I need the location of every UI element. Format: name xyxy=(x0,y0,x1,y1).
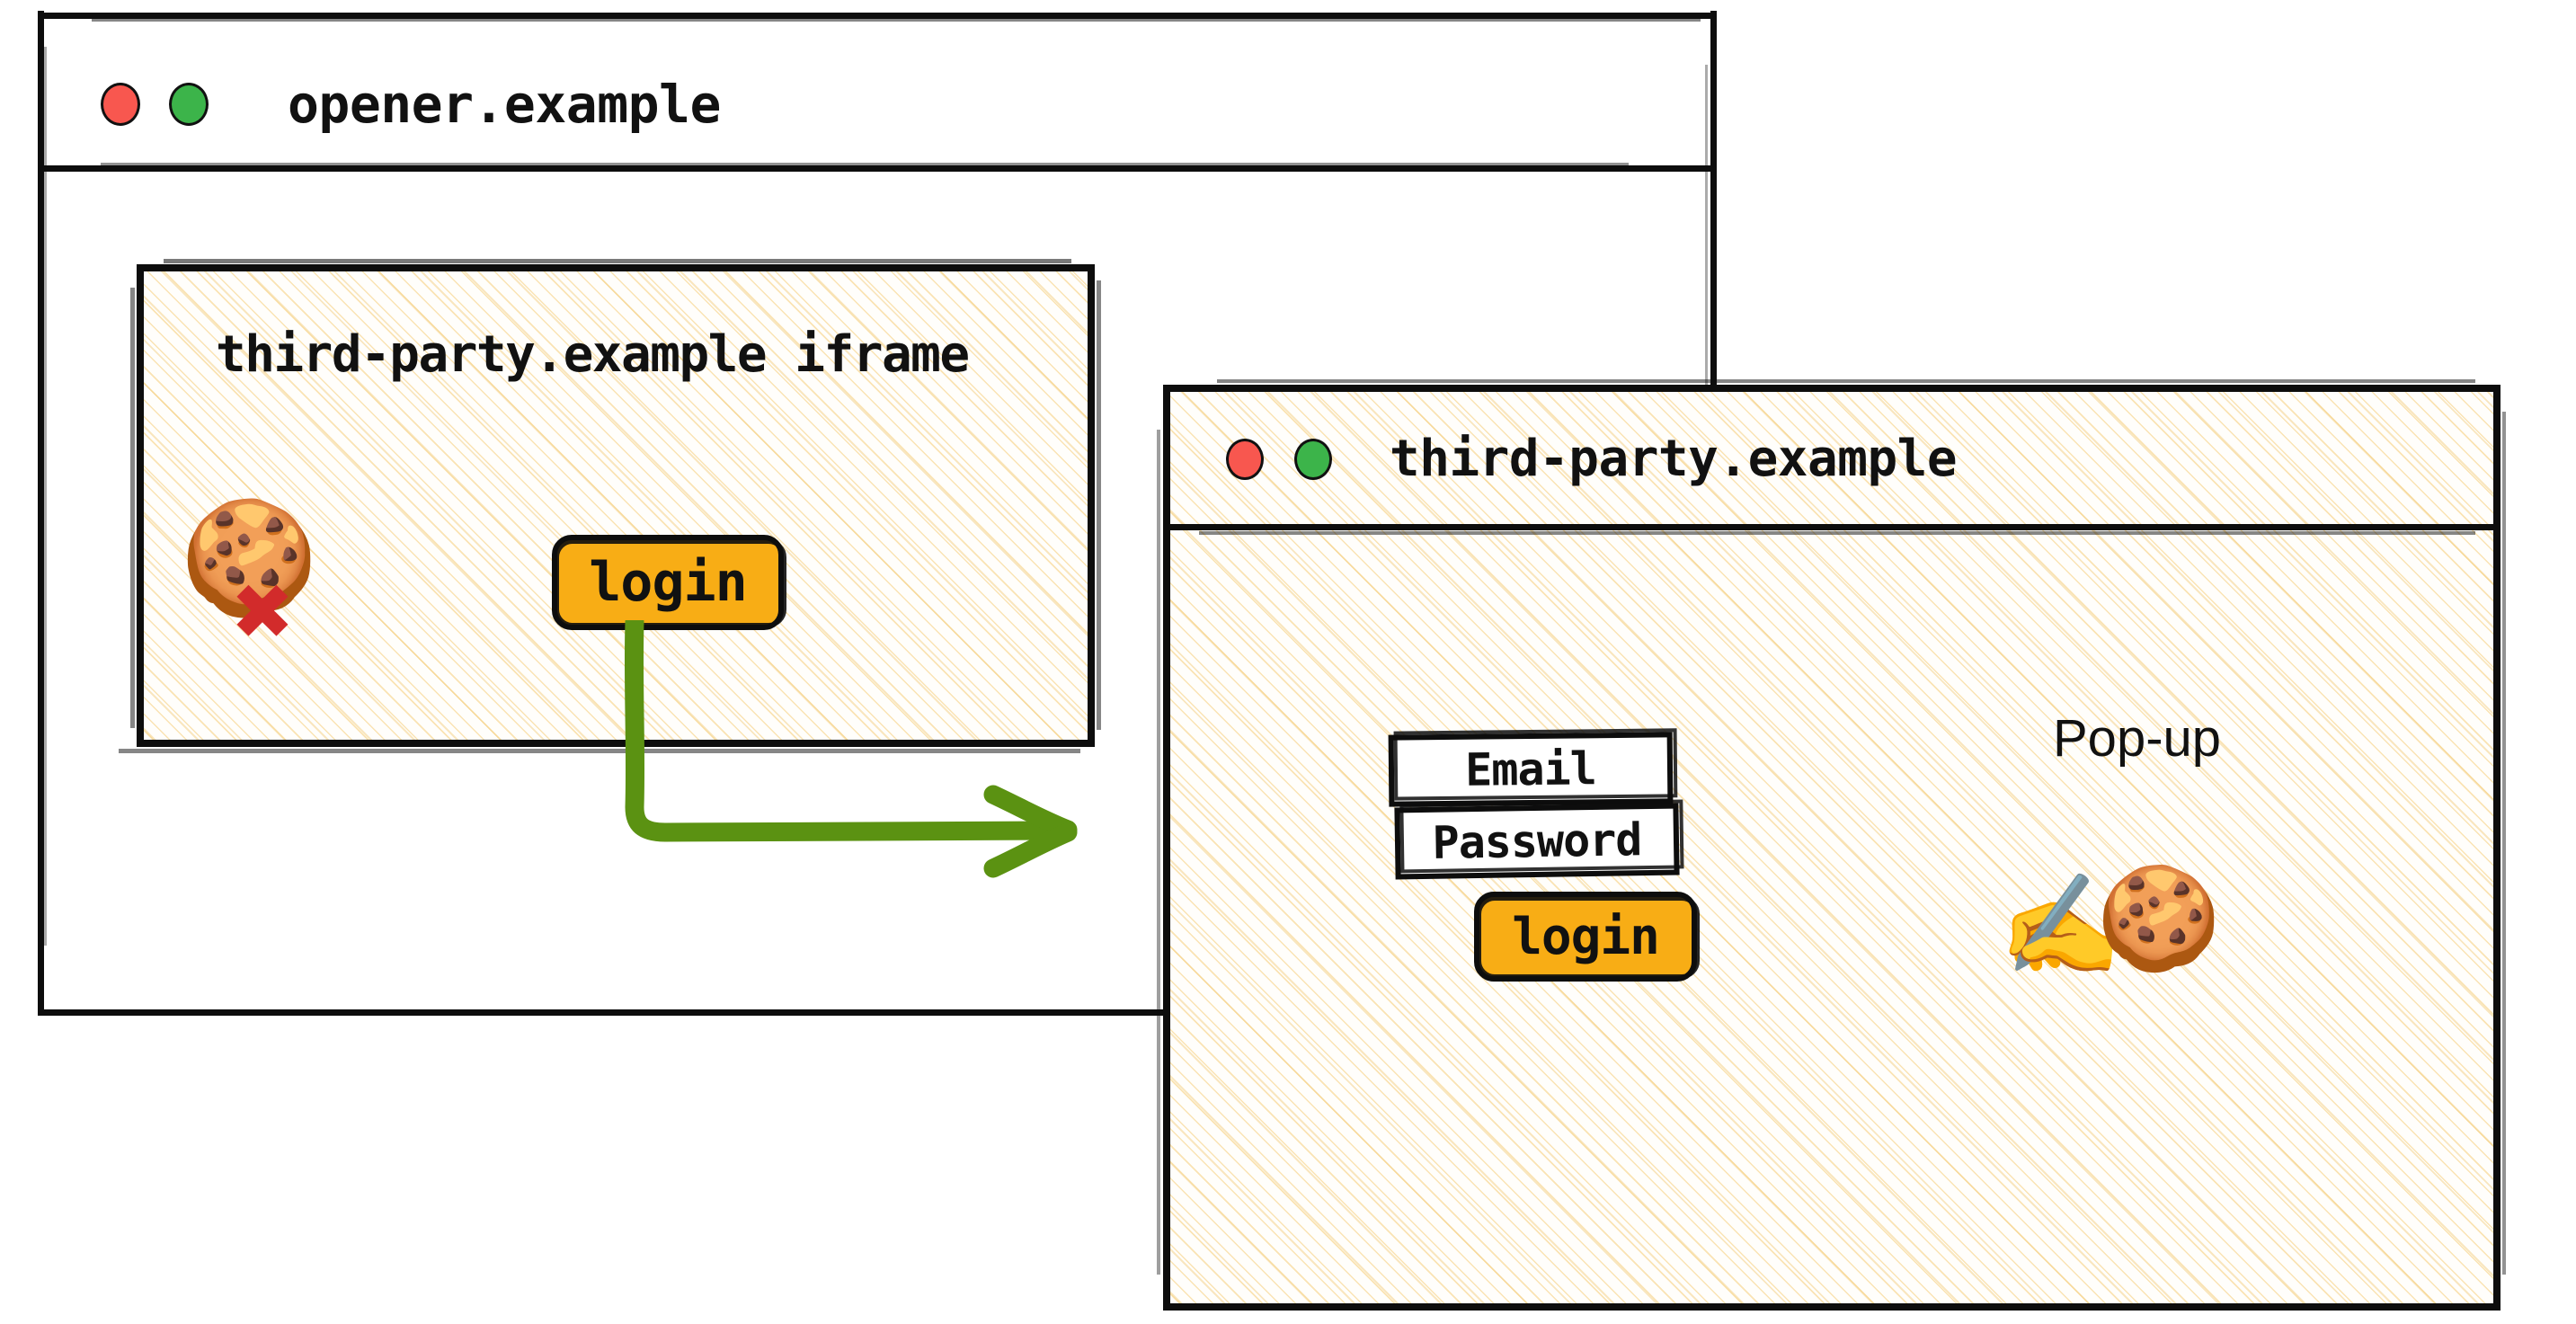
iframe-frame-right xyxy=(1088,264,1095,747)
iframe-login-button[interactable]: login xyxy=(552,535,786,630)
iframe-title: third-party.example iframe xyxy=(216,325,970,384)
popup-login-button[interactable]: login xyxy=(1474,892,1700,982)
opener-frame-bottom xyxy=(40,1009,1717,1016)
popup-titlebar xyxy=(1163,385,2500,529)
password-field[interactable]: Password xyxy=(1394,799,1684,880)
popup-frame-bottom xyxy=(1165,1303,2499,1311)
popup-frame-right-2 xyxy=(2502,412,2506,1275)
opener-titlebar-divider xyxy=(38,165,1717,172)
popup-frame-top xyxy=(1165,385,2499,392)
writing-hand-icon: ✍️ xyxy=(1999,867,2122,982)
popup-cookie-icon: 🍪 xyxy=(2096,860,2222,977)
popup-frame-right xyxy=(2493,385,2500,1311)
popup-login-button-label: login xyxy=(1512,907,1660,966)
opener-titlebar xyxy=(38,11,1719,168)
popup-frame-left-2 xyxy=(1157,430,1160,1275)
popup-frame-left xyxy=(1163,385,1170,1311)
opener-frame-top-2 xyxy=(92,19,1701,22)
third-party-iframe: third-party.example iframe 🍪 ✖ login xyxy=(119,259,1101,753)
iframe-frame-bottom-2 xyxy=(119,749,1080,753)
popup-titlebar-divider xyxy=(1163,524,2499,530)
popup-frame-top-2 xyxy=(1217,379,2475,383)
iframe-frame-right-2 xyxy=(1097,280,1101,730)
iframe-frame-left xyxy=(137,264,144,747)
iframe-frame-top xyxy=(137,264,1095,271)
opener-maximize-button[interactable] xyxy=(169,83,209,126)
opener-frame-left xyxy=(38,11,44,1016)
iframe-frame-bottom xyxy=(137,740,1095,747)
popup-window-title: third-party.example xyxy=(1390,430,1958,488)
popup-browser-window: third-party.example Pop-up Email Passwor… xyxy=(1157,379,2506,1311)
popup-label: Pop-up xyxy=(2053,709,2222,768)
cross-mark-icon: ✖ xyxy=(234,553,295,670)
opener-frame-top xyxy=(40,13,1717,19)
popup-titlebar-divider-2 xyxy=(1199,531,2475,535)
opener-titlebar-divider-2 xyxy=(101,163,1629,165)
opener-close-button[interactable] xyxy=(101,83,140,126)
iframe-login-button-label: login xyxy=(589,551,748,614)
popup-maximize-button[interactable] xyxy=(1294,439,1332,480)
popup-window-body xyxy=(1163,529,2500,1311)
opener-frame-left-2 xyxy=(44,47,47,946)
iframe-frame-top-2 xyxy=(164,259,1071,263)
iframe-frame-left-2 xyxy=(130,288,135,728)
opener-window-title: opener.example xyxy=(288,74,721,135)
cookie-icon: 🍪 xyxy=(180,493,319,623)
popup-close-button[interactable] xyxy=(1226,439,1264,480)
email-field-label: Email xyxy=(1464,742,1597,796)
password-field-label: Password xyxy=(1432,813,1642,869)
email-field[interactable]: Email xyxy=(1388,728,1678,807)
